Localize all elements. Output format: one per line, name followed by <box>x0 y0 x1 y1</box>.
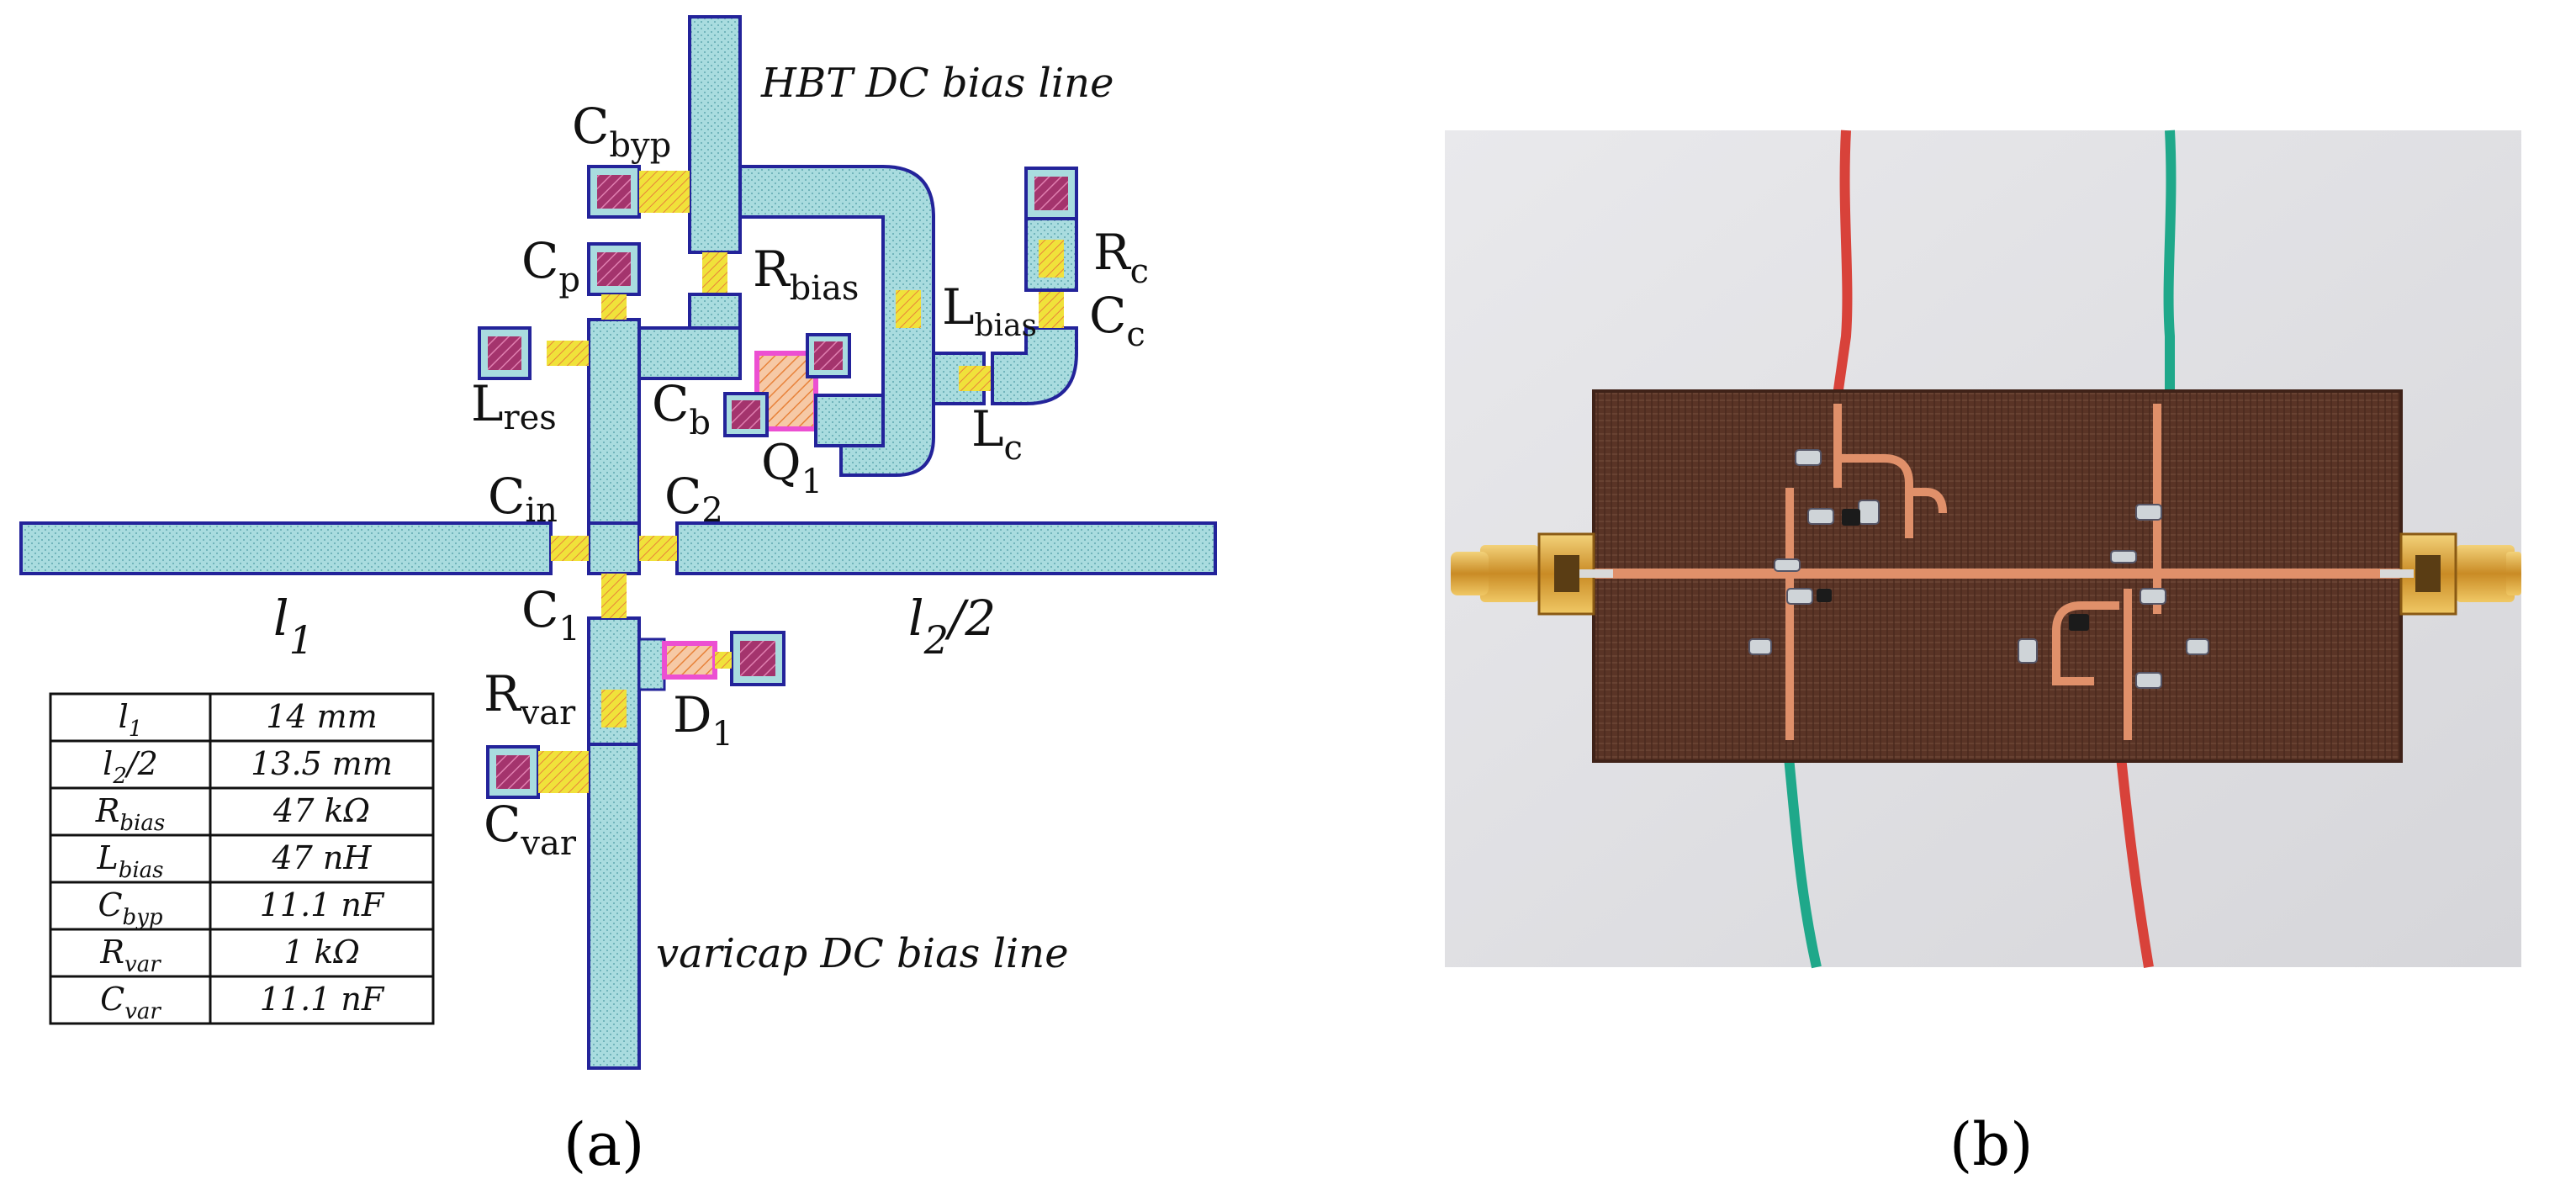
q1-emitter-inner <box>814 341 843 370</box>
pcb-loop-top <box>1838 454 1913 538</box>
main-line-right <box>675 521 1217 575</box>
pcb-loop-top2 <box>1909 488 1947 514</box>
rc-pad-inner <box>1034 177 1068 210</box>
c1-chip <box>601 574 627 618</box>
q1-base-inner <box>732 400 760 429</box>
rc-label: Rc <box>1093 224 1149 291</box>
cbyp-pad-inner <box>597 175 631 209</box>
cp-label: Cp <box>521 232 580 299</box>
cp-pad-inner <box>597 252 631 286</box>
c2-label: C2 <box>664 468 723 530</box>
table-value: 14 mm <box>266 698 378 735</box>
center-junction <box>587 521 641 575</box>
rbias-chip <box>702 252 727 294</box>
d1-link <box>715 652 732 669</box>
cp-chip <box>601 294 627 320</box>
pcb-vtrace-right-bottom <box>2124 589 2132 740</box>
d1-diode <box>662 641 717 680</box>
varicap-bias-label: varicap DC bias line <box>656 930 1069 977</box>
table-value: 11.1 nF <box>260 886 385 923</box>
cbyp-label: Cbyp <box>572 98 671 165</box>
table-param: l2/2 <box>103 745 158 789</box>
lbias-label: Lbias <box>942 278 1037 343</box>
q1-collector <box>814 394 885 447</box>
cvar-chip <box>538 751 589 793</box>
cin-label: Cin <box>488 468 558 530</box>
rvar-chip <box>601 690 627 727</box>
cc-curve <box>991 326 1078 405</box>
cin-chip <box>551 536 589 561</box>
d1-stub <box>637 637 666 691</box>
pcb-photo: (b) <box>1445 130 2521 1179</box>
pcb-loop-bottom <box>2052 601 2119 685</box>
cbyp-chip <box>639 171 690 213</box>
lres-chip <box>547 341 589 366</box>
rbias-label: Rbias <box>753 241 859 308</box>
wire-top-red <box>1833 130 1853 396</box>
sma-connector-left <box>1451 532 1613 616</box>
table-param: Rbias <box>95 792 165 836</box>
cvar-pad-inner <box>496 755 530 789</box>
table-outline <box>49 692 435 1025</box>
pcb-vtrace-left <box>1785 488 1794 740</box>
varicap-bias-line <box>587 743 641 1070</box>
table-param: Rvar <box>99 934 161 977</box>
table-value: 47 kΩ <box>272 792 370 829</box>
wire-bottom-green <box>1782 739 1822 969</box>
lbias-path <box>738 165 935 477</box>
lbias-chip <box>896 290 921 328</box>
table-value: 47 nH <box>271 839 372 876</box>
d1-label: D1 <box>673 686 733 754</box>
hbt-bias-line <box>688 15 742 254</box>
q1-label: Q1 <box>761 434 823 501</box>
l1-label: l1 <box>273 590 314 663</box>
lc-chip <box>959 366 992 391</box>
pcb-vtrace-left-top <box>1833 404 1842 488</box>
parameter-table: l1 14 mm l2/2 13.5 mm Rbias 47 kΩ Lbias 47 nH Cb… <box>49 692 435 1025</box>
cc-chip <box>1039 290 1064 328</box>
d1-pad-inner <box>740 641 775 676</box>
table-param: l1 <box>119 698 143 742</box>
table-param: Cvar <box>100 981 161 1024</box>
l2-label: l2/2 <box>908 590 996 663</box>
c2-chip <box>639 536 677 561</box>
panel-b-label: (b) <box>1949 1110 2033 1179</box>
panel-a-label: (a) <box>563 1110 644 1179</box>
wire-top-green <box>2163 130 2177 395</box>
base-horiz <box>637 326 742 380</box>
rvar-label: Rvar <box>484 665 576 733</box>
table-param: Cbyp <box>98 886 162 930</box>
main-line-left <box>19 521 553 575</box>
lres-label: Lres <box>471 375 557 437</box>
pcb-transistors <box>1817 509 2089 631</box>
cc-label: Cc <box>1089 287 1145 354</box>
wire-bottom-red <box>2114 739 2154 968</box>
hbt-bias-label: HBT DC bias line <box>760 60 1113 107</box>
cb-label: Cb <box>652 375 711 442</box>
pcb-main-trace <box>1594 569 2401 579</box>
cvar-label: Cvar <box>484 796 577 863</box>
table-param: Lbias <box>96 839 163 883</box>
table-value: 13.5 mm <box>251 745 393 782</box>
table-value: 11.1 nF <box>260 981 385 1018</box>
pcb-components <box>1748 449 2209 689</box>
sma-connector-right <box>2380 532 2521 616</box>
lc-label: Lc <box>971 400 1023 468</box>
lres-pad-inner <box>488 336 521 370</box>
c1-label: C1 <box>521 581 580 648</box>
table-value: 1 kΩ <box>283 934 360 971</box>
rc-chip <box>1039 240 1064 278</box>
layout-diagram: HBT DC bias line varicap DC bias line Cb… <box>19 15 1217 1179</box>
